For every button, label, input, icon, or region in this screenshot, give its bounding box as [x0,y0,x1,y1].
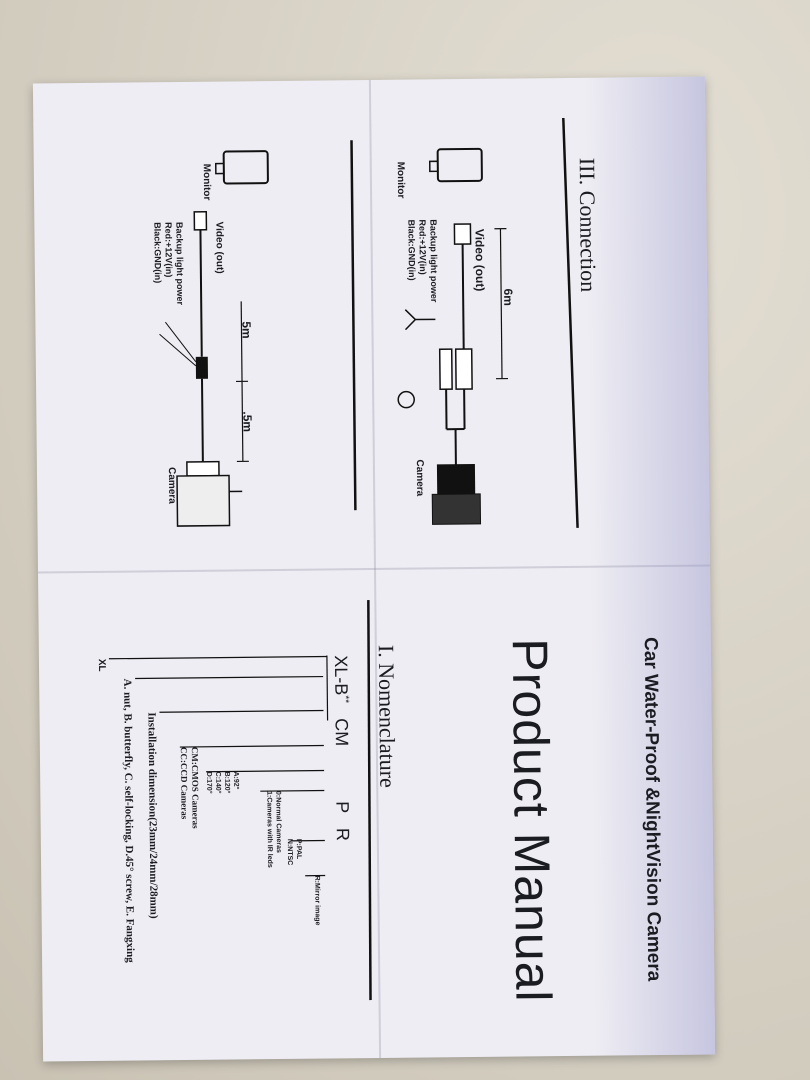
bottom-cable-length-2: .5m [240,411,255,433]
top-camera-label: Camera [413,459,426,497]
code-stars: ** [339,695,351,704]
diagram-lines [108,117,579,1001]
ir-note: 0:Normal Cameras 1:Cameras with IR leds [265,790,282,868]
top-monitor-label: Monitor [394,161,407,199]
bottom-power-label: Backup light power Red:+12V(in) Black:GN… [152,221,186,306]
top-video-label: Video (out) [472,228,488,292]
angle-note: A:92° B:120° C:140° D:170° [205,771,240,794]
bottom-monitor-label: Monitor [200,163,213,201]
sensor-note: CM:CMOS Cameras CC:CCD Cameras [178,746,201,829]
code-r: R [332,827,353,842]
top-power-label: Backup light power Red:+12V(in) Black:GN… [406,219,440,303]
code-p: P [332,801,353,813]
mirror-note: R:Mirror image [313,875,321,926]
manual-sheet: Car Water-Proof &NightVision Camera Prod… [32,76,716,1062]
install-note: Installation dimension(23mm/24mm/28mm) [145,712,160,919]
top-cable-length: 6m [501,288,516,306]
bottom-video-label: Video (out) [213,221,225,274]
nomenclature-code: XL-B** CM P R [330,655,353,841]
xl-label: XL [95,658,108,672]
bottom-cable-length-1: 5m [239,321,254,339]
pal-ntsc-note: P:PAL N:NTSC [285,838,303,866]
code-prefix: XL-B [330,655,352,696]
bottom-camera-label: Camera [165,467,178,504]
code-cm: CM [331,718,352,747]
